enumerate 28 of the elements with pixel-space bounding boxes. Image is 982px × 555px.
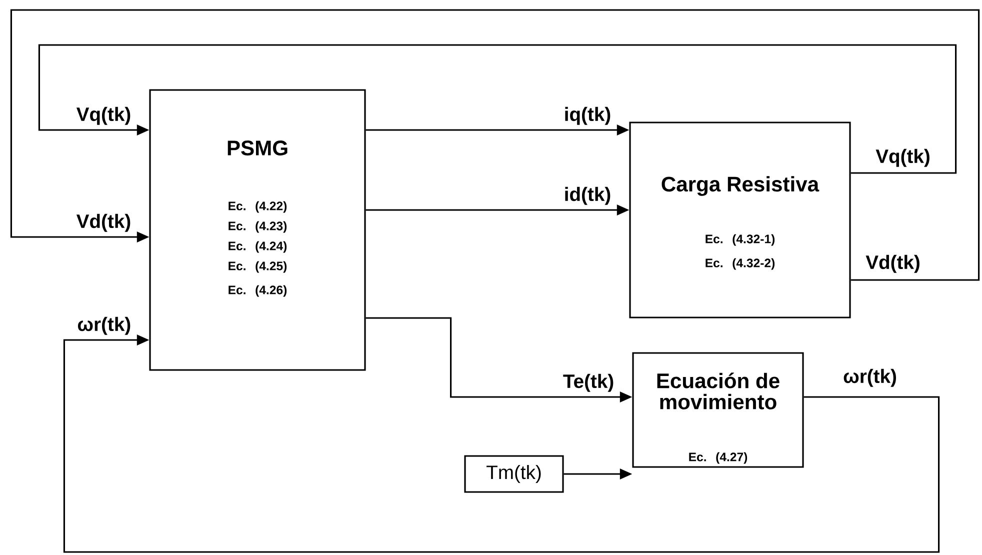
signal-label: Vd(tk) <box>866 254 920 273</box>
signal-label: Vq(tk) <box>876 148 930 167</box>
edge-label: ωr(tk) <box>78 316 130 335</box>
block-title: Ecuación de movimiento <box>657 372 780 410</box>
equation-label: Ec. (4.22) <box>228 201 287 213</box>
equation-label: Ec. (4.26) <box>228 285 287 297</box>
block-title: PSMG <box>228 140 288 156</box>
input-box <box>464 455 564 493</box>
arrow <box>63 334 940 553</box>
equation-label: Ec. (4.23) <box>228 221 287 233</box>
signal-label: ωr(tk) <box>844 368 896 387</box>
block-title: Carga Resistiva <box>662 176 820 196</box>
process-box <box>629 122 851 318</box>
equation-label: Ec. (4.27) <box>689 452 748 464</box>
edge-label: id(tk) <box>565 186 610 205</box>
arrow <box>38 44 957 174</box>
edge-label: Vq(tk) <box>76 106 130 125</box>
edge-label: Te(tk) <box>563 374 614 392</box>
process-box <box>632 352 804 468</box>
equation-label: Ec. (4.32-1) <box>706 234 775 246</box>
edge-label: iq(tk) <box>565 106 610 125</box>
process-box <box>149 89 366 371</box>
input-label: Tm(tk) <box>486 465 541 483</box>
equation-label: Ec. (4.24) <box>228 241 287 253</box>
equation-label: Ec. (4.25) <box>228 261 287 273</box>
edge-label: Vd(tk) <box>76 214 130 232</box>
equation-label: Ec. (4.32-2) <box>706 258 775 270</box>
arrow <box>10 9 980 281</box>
